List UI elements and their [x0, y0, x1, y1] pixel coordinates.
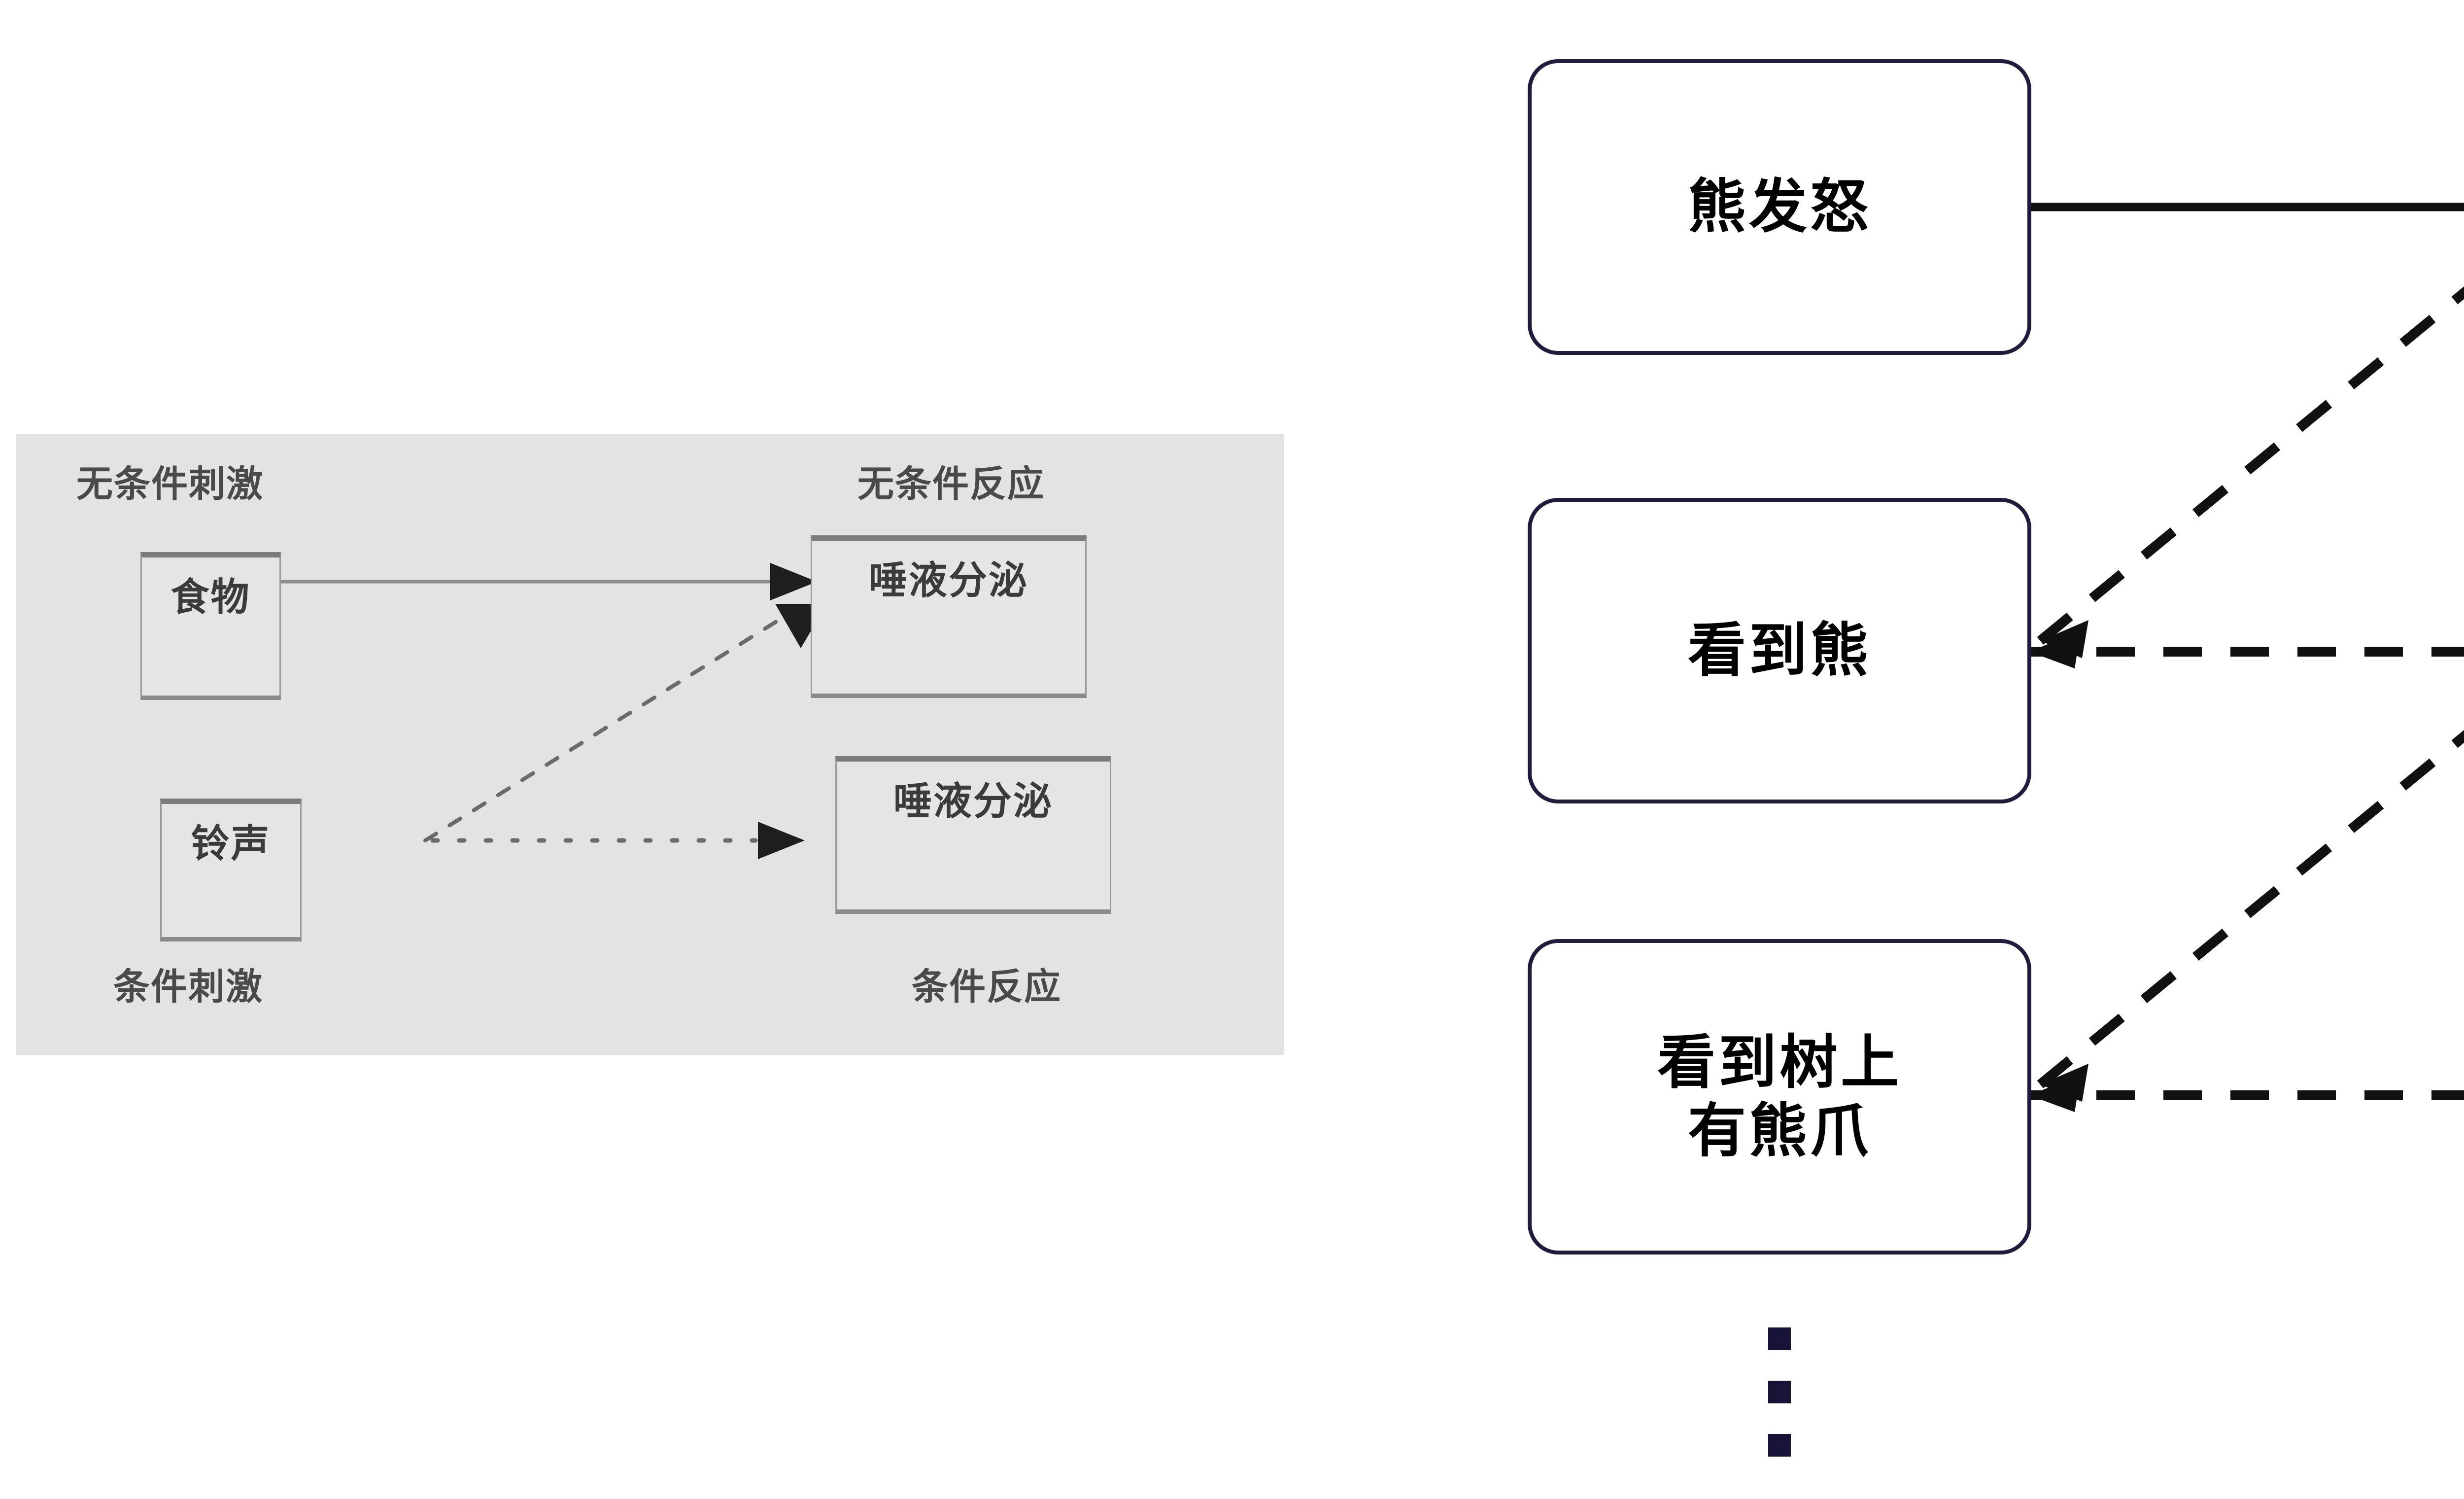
node-see-claw-label: 看到树上 有熊爪 — [1657, 1028, 1902, 1165]
ellipsis-dot — [1768, 1381, 1791, 1403]
box-salivation-conditioned-label: 唾液分泌 — [893, 779, 1053, 824]
classical-conditioning-panel: 无条件刺激 无条件反应 条件刺激 条件反应 食物 铃声 唾液分泌 唾液分泌 — [16, 434, 1284, 1055]
ellipsis-dot — [1768, 1434, 1791, 1457]
arrow-bell-to-conditioned-response — [430, 822, 805, 859]
node-see-claw[interactable]: 看到树上 有熊爪 — [1528, 939, 2031, 1255]
label-unconditioned-response: 无条件反应 — [857, 463, 1045, 505]
box-bell-label: 铃声 — [191, 822, 271, 866]
classical-conditioning-arrows — [280, 563, 827, 859]
box-bell: 铃声 — [160, 799, 302, 941]
edge-bear-angry-to-reward — [2029, 203, 2464, 211]
node-bear-angry-label: 熊发怒 — [1687, 173, 1871, 241]
ellipsis-dot — [1768, 1327, 1791, 1350]
box-salivation-unconditioned-label: 唾液分泌 — [868, 558, 1028, 603]
arrow-food-to-unconditioned-response — [280, 563, 817, 600]
box-salivation-unconditioned: 唾液分泌 — [811, 535, 1087, 698]
ellipsis-left-column — [1768, 1327, 1791, 1487]
edge-see-claw-to-v-s-prime — [2037, 730, 2464, 1102]
edge-see-bear-to-reward — [2037, 286, 2464, 658]
node-bear-angry[interactable]: 熊发怒 — [1528, 59, 2031, 355]
label-unconditioned-stimulus: 无条件刺激 — [76, 463, 264, 505]
label-conditioned-stimulus: 条件刺激 — [113, 966, 263, 1008]
edge-see-claw-to-v-s — [2029, 1075, 2464, 1112]
box-salivation-conditioned: 唾液分泌 — [835, 756, 1111, 914]
node-see-bear[interactable]: 看到熊 — [1528, 498, 2031, 803]
node-see-bear-label: 看到熊 — [1687, 616, 1871, 685]
edge-see-bear-to-v-s-prime — [2029, 631, 2464, 668]
label-conditioned-response: 条件反应 — [912, 966, 1061, 1008]
box-food: 食物 — [140, 552, 281, 700]
box-food-label: 食物 — [171, 575, 251, 620]
